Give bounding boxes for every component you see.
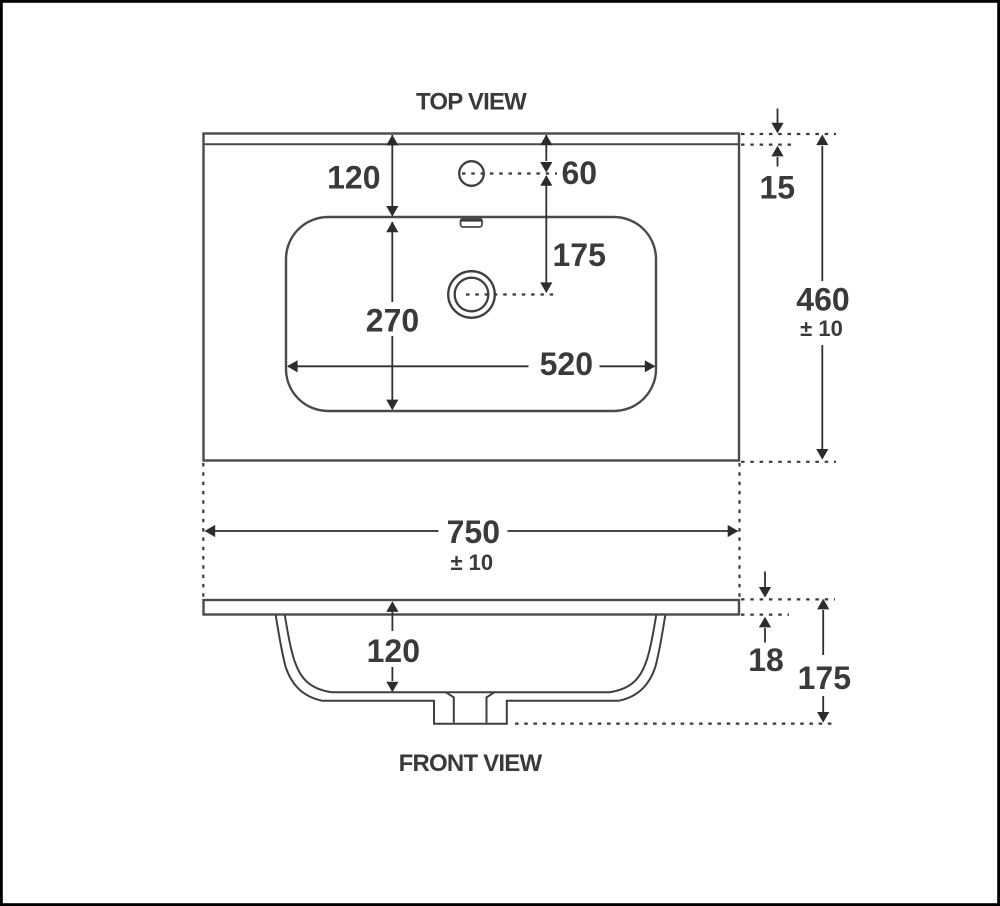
svg-text:270: 270	[366, 302, 419, 338]
svg-text:TOP VIEW: TOP VIEW	[416, 89, 527, 116]
svg-text:15: 15	[760, 170, 796, 206]
svg-text:FRONT VIEW: FRONT VIEW	[399, 750, 543, 777]
svg-text:460: 460	[796, 281, 849, 317]
svg-text:750: 750	[447, 514, 500, 550]
svg-text:520: 520	[540, 346, 593, 382]
svg-text:175: 175	[553, 237, 606, 273]
svg-text:120: 120	[327, 160, 380, 196]
svg-text:60: 60	[562, 155, 598, 191]
svg-text:120: 120	[367, 633, 420, 669]
svg-text:± 10: ± 10	[450, 550, 493, 575]
svg-text:175: 175	[798, 660, 851, 696]
svg-text:± 10: ± 10	[800, 316, 843, 341]
svg-text:18: 18	[748, 642, 784, 678]
